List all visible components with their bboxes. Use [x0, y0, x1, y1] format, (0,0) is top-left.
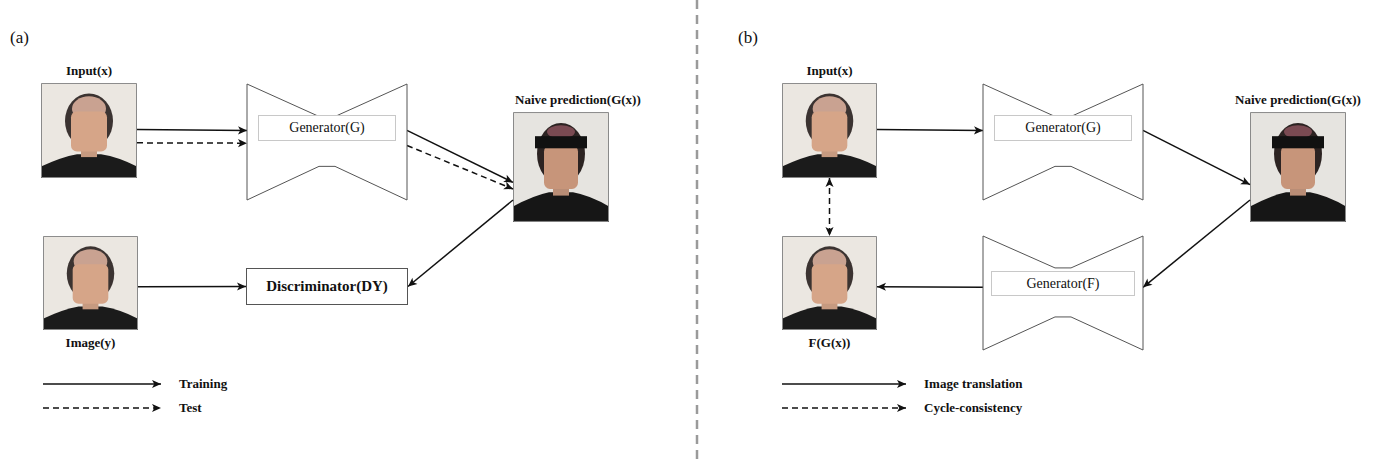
network-label: Generator(G)	[258, 115, 396, 141]
bowtie-outline	[983, 84, 1143, 200]
photo-heading: Naive prediction(G(x))	[1235, 92, 1361, 108]
photo-heading: Naive prediction(G(x))	[515, 92, 641, 108]
photo-node: Input(x)	[782, 83, 877, 178]
legend-arrow	[782, 407, 906, 409]
connector-arrow	[1143, 200, 1250, 287]
bowtie-outline	[247, 84, 407, 200]
legend-label: Training	[179, 375, 227, 393]
prediction-photo	[1250, 112, 1346, 222]
legend-label: Image translation	[924, 375, 1023, 393]
connector-arrow	[877, 286, 983, 288]
photo-node: Input(x)	[41, 83, 137, 178]
photo-heading: Input(x)	[806, 63, 852, 79]
legend-arrow	[43, 407, 161, 409]
connector-arrow	[407, 130, 513, 182]
legend-arrow	[782, 383, 906, 385]
photo-caption: F(G(x))	[809, 335, 851, 351]
panel-label: (a)	[10, 28, 29, 48]
connector-arrow	[1143, 130, 1250, 184]
bowtie-shape	[983, 236, 1143, 350]
input-photo	[41, 83, 137, 178]
target-photo	[43, 236, 138, 330]
connector-arrow	[408, 200, 513, 287]
network-label: Generator(G)	[994, 115, 1132, 141]
connector-arrow	[407, 145, 513, 189]
connector-arrow	[137, 142, 247, 144]
network-label: Generator(F)	[991, 271, 1135, 296]
connector-arrow	[137, 129, 247, 131]
bowtie-shape	[247, 84, 407, 200]
reconstruction-photo	[782, 236, 877, 330]
photo-node: Image(y)	[43, 236, 138, 330]
photo-heading: Input(x)	[66, 63, 112, 79]
discriminator-box: Discriminator(DY)	[246, 268, 408, 305]
box-label: Discriminator(DY)	[266, 278, 388, 295]
connector-arrow	[877, 129, 983, 131]
photo-node: F(G(x))	[782, 236, 877, 330]
generator-network: Generator(G)	[983, 84, 1143, 200]
photo-node: Naive prediction(G(x))	[513, 112, 609, 222]
legend-line	[782, 402, 908, 414]
photo-node: Naive prediction(G(x))	[1250, 112, 1346, 222]
panel-label: (b)	[738, 28, 758, 48]
connector-arrow	[829, 178, 831, 236]
legend-label: Cycle-consistency	[924, 399, 1022, 417]
legend-line	[43, 402, 163, 414]
generator-network: Generator(F)	[983, 236, 1143, 350]
bowtie-shape	[983, 84, 1143, 200]
prediction-photo	[513, 112, 609, 222]
legend-label: Test	[179, 399, 202, 417]
legend-line	[43, 378, 163, 390]
panel-divider	[696, 0, 699, 461]
legend-arrow	[43, 383, 161, 385]
legend-line	[782, 378, 908, 390]
generator-network: Generator(G)	[247, 84, 407, 200]
connector-arrow	[138, 286, 246, 288]
photo-caption: Image(y)	[66, 335, 116, 351]
input-photo	[782, 83, 877, 178]
